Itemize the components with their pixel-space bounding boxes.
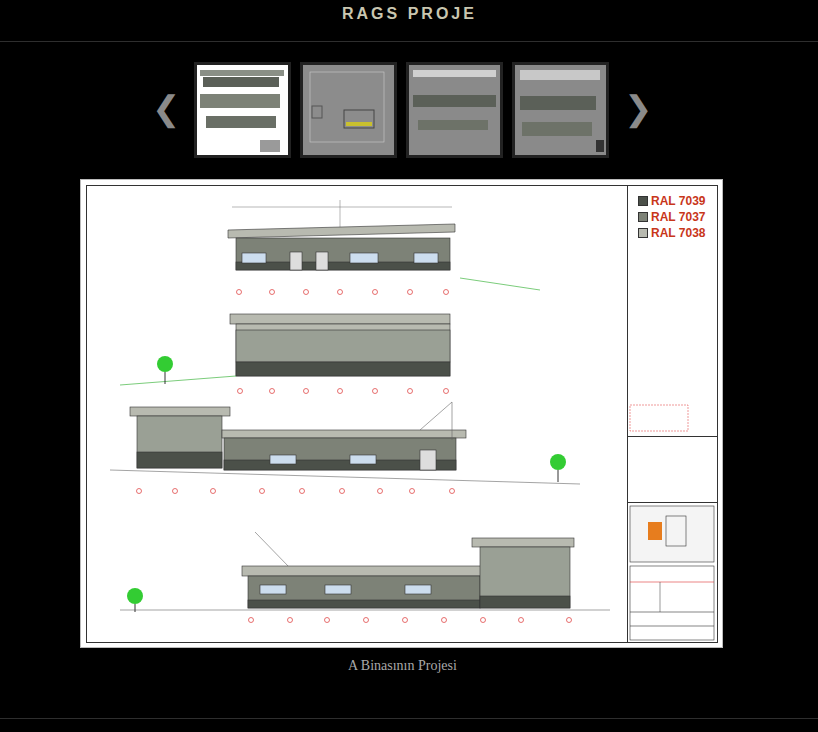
legend-label: RAL 7037 — [651, 210, 705, 224]
image-caption: A Binasının Projesi — [348, 658, 457, 674]
gallery-arrow: ❯ — [624, 88, 652, 128]
page-title: RAGS PROJE — [342, 5, 477, 23]
legend-swatch — [638, 196, 648, 206]
legend-swatch — [638, 212, 648, 222]
legend-label: RAL 7039 — [651, 194, 705, 208]
gallery-arrow: ❮ — [152, 88, 180, 128]
legend-label: RAL 7038 — [651, 226, 705, 240]
legend-swatch — [638, 228, 648, 238]
